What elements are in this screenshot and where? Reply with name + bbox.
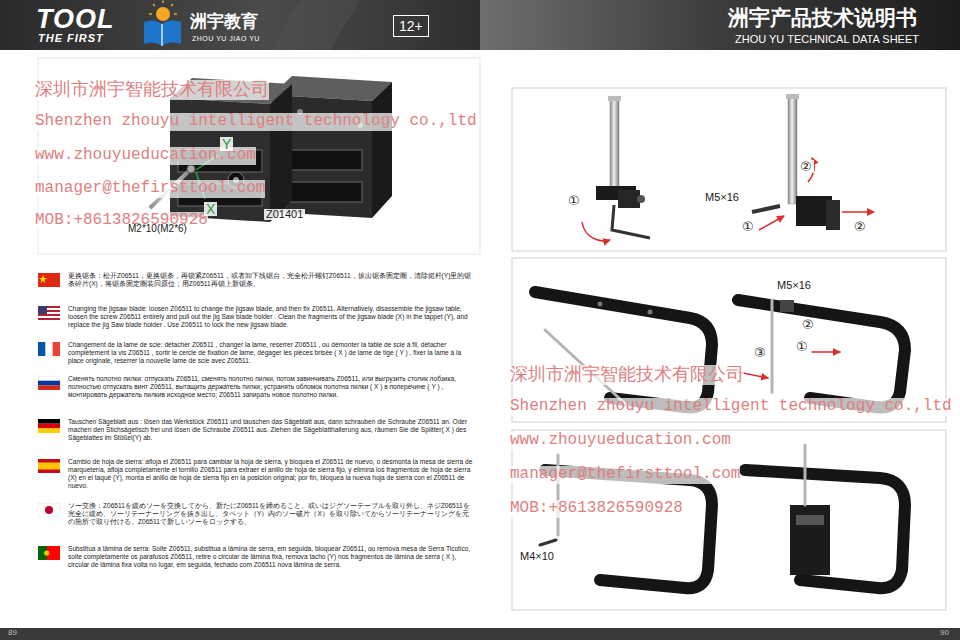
badge-text: 12+	[399, 19, 423, 33]
figure-panels	[512, 88, 946, 610]
watermark: manager@thefirsttool.com	[510, 466, 740, 484]
screw-size: M2*10(M2*6)	[126, 224, 189, 234]
callout-number: ①	[794, 340, 810, 353]
watermark: www.zhouyueducation.com	[510, 432, 731, 450]
screw-size: M5×16	[775, 280, 813, 291]
language-flag	[38, 342, 60, 356]
callout-number: ②	[798, 160, 814, 173]
axis-label: X	[204, 202, 217, 216]
instruction-text: 更换锯条：松开Z06511，更换锯条，再锁紧Z06511，或者卸下线锯台，完全松…	[68, 272, 473, 288]
logo-word: TOOL	[36, 6, 115, 33]
page-number: 89	[8, 629, 17, 637]
watermark: Shenzhen zhouyu intelligent technology c…	[35, 113, 477, 131]
language-flag	[38, 546, 60, 560]
header-band	[0, 0, 960, 50]
watermark: manager@thefirsttool.com	[35, 180, 265, 198]
footer-bar	[0, 628, 960, 640]
language-flag	[38, 503, 60, 517]
instruction-text: Cambio de hoja de sierra: afloja el Z065…	[68, 458, 473, 490]
logo-subword: THE FIRST	[38, 33, 104, 44]
sheet-subtitle: ZHOU YU TECHNICAL DATA SHEET	[735, 34, 919, 45]
callout-number: ③	[752, 346, 768, 359]
language-flag	[38, 459, 60, 473]
callout-number: ②	[800, 318, 816, 331]
instruction-text: Tauschen Sägeblatt aus : lösen das Werks…	[68, 418, 473, 442]
callout-number: ②	[852, 220, 868, 233]
callout-number: ①	[740, 220, 756, 233]
callout-number: ①	[566, 194, 582, 207]
screw-size: M4×10	[518, 551, 556, 562]
instruction-text: ソー交換：Z06511を緩めソーを交換してから、新たにZ06511を締めること。…	[68, 502, 473, 526]
language-flag	[38, 376, 60, 390]
brand-pinyin: ZHOU YU JIAO YU	[192, 35, 260, 42]
axis-label: Y	[220, 137, 233, 151]
watermark: 深圳市洲宇智能技术有限公司	[510, 365, 744, 385]
instruction-text: Changing the jigsaw blade: loosen Z06511…	[68, 305, 473, 329]
part-number: Z01401	[264, 209, 305, 220]
language-flag	[38, 273, 60, 287]
rod-clamp-illustration	[582, 94, 874, 241]
instruction-text: Substitua a lâmina de serra: Solte Z0651…	[68, 545, 473, 569]
watermark: 深圳市洲宇智能技术有限公司	[35, 80, 269, 100]
brand-name: 洲宇教育	[190, 13, 258, 30]
instruction-text: Changement de la lame de scie: détacher …	[68, 341, 473, 365]
page-number: 90	[940, 629, 949, 637]
sheet-title: 洲宇产品技术说明书	[728, 8, 917, 29]
watermark: Shenzhen zhouyu intelligent technology c…	[510, 398, 952, 416]
book-sun-logo	[144, 1, 181, 47]
age-badge: 12+	[393, 15, 429, 37]
screw-size: M5×16	[703, 192, 741, 203]
language-flag	[38, 306, 60, 320]
language-flag	[38, 419, 60, 433]
watermark: MOB:+8613826590928	[510, 500, 683, 518]
instruction-text: Сменять полотно пилки: отпускать Z06511,…	[68, 375, 473, 399]
